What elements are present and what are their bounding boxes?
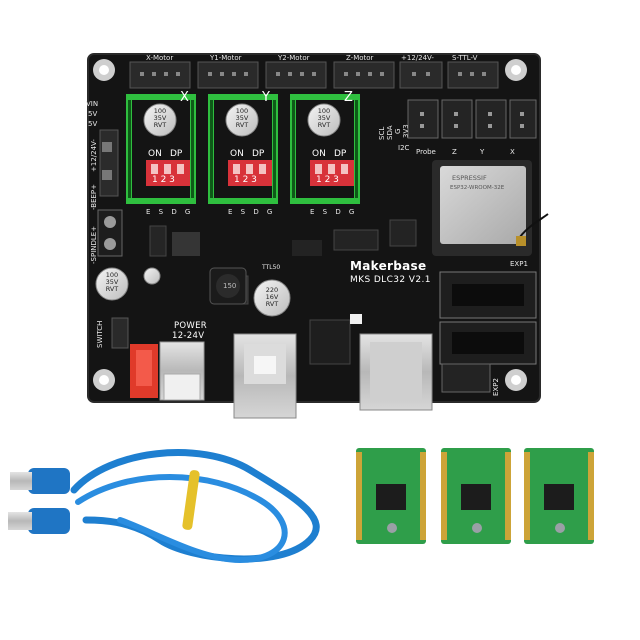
- connector-y: Y: [480, 148, 485, 156]
- capacitor-voltage: 35V: [317, 114, 331, 122]
- wifi-module-model: ESP32-WROOM-32E: [450, 185, 505, 191]
- driver-axis-x: X: [180, 90, 189, 105]
- dip-on-label: ON: [148, 149, 162, 159]
- driver-modules: [356, 448, 594, 544]
- wifi-module: [432, 160, 549, 256]
- header-x-motor: X-Motor: [146, 54, 174, 62]
- driver-module: [356, 448, 426, 544]
- header-y2-motor: Y2-Motor: [278, 54, 310, 62]
- capacitor-type: RVT: [153, 121, 167, 129]
- endstop-connectors: [407, 99, 537, 139]
- driver-module: [524, 448, 594, 544]
- capacitor-mid-label: 220 16V RVT: [260, 287, 284, 308]
- sd-card-slot: [359, 333, 433, 411]
- dip-dp-label: DP: [170, 149, 183, 159]
- left-voltage-5v: 5V: [88, 110, 98, 118]
- capacitor-voltage: 35V: [235, 114, 249, 122]
- side-label-beep: -BEEP+: [90, 183, 98, 210]
- main-board: [87, 53, 549, 419]
- capacitor-type: RVT: [105, 285, 119, 293]
- dip-pins-label: 1 2 3: [316, 175, 339, 185]
- capacitor-left-label: 100 35V RVT: [100, 272, 124, 293]
- small-label-ttl50: TTL50: [262, 264, 281, 271]
- connector-probe: Probe: [416, 148, 436, 156]
- switch-label: SWITCH: [96, 320, 104, 348]
- power-range: 12-24V: [172, 331, 205, 341]
- small-label-3v3: 3V3: [402, 124, 410, 138]
- connector-i2c: I2C: [398, 144, 410, 152]
- capacitor-voltage: 35V: [105, 278, 119, 286]
- header-power-in: +12/24V-: [401, 54, 434, 62]
- capacitor-type: RVT: [317, 121, 331, 129]
- header-y1-motor: Y1-Motor: [210, 54, 242, 62]
- dip-dp-label: DP: [334, 149, 347, 159]
- power-section: [111, 317, 205, 401]
- exp-ports: [439, 271, 537, 393]
- driver-axis-y: Y: [262, 90, 270, 105]
- left-terminals: [97, 129, 123, 257]
- usb-cable: [8, 449, 320, 564]
- capacitor-value: 100: [235, 107, 249, 115]
- dip-switches: [146, 160, 354, 186]
- driver-axis-z: Z: [344, 90, 353, 105]
- small-label-scl: SCL: [378, 126, 386, 140]
- header-ttl: S-TTL-V: [452, 54, 478, 62]
- dip-dp-label: DP: [252, 149, 265, 159]
- capacitor-type: RVT: [265, 300, 279, 308]
- dip-on-label: ON: [230, 149, 244, 159]
- left-voltage-5v-2: 5V: [88, 120, 98, 128]
- driver-pins-label: E S D G: [146, 208, 194, 216]
- capacitor-value: 100: [153, 107, 167, 115]
- capacitor-voltage: 35V: [153, 114, 167, 122]
- side-label-power: +12/24V-: [90, 139, 98, 172]
- connector-x: X: [510, 148, 515, 156]
- driver-pins-label: E S D G: [310, 208, 358, 216]
- capacitor-type: RVT: [235, 121, 249, 129]
- capacitor-top-label: 100 35V RVT: [230, 108, 254, 129]
- wifi-module-brand: ESPRESSIF: [452, 174, 487, 182]
- mounting-holes: [93, 59, 527, 391]
- small-label-g: G: [394, 128, 402, 134]
- dip-on-label: ON: [312, 149, 326, 159]
- dip-pins-label: 1 2 3: [234, 175, 257, 185]
- power-label: POWER: [174, 321, 207, 331]
- exp1-label: EXP1: [510, 260, 528, 268]
- motor-headers: [129, 61, 499, 89]
- dip-pins-label: 1 2 3: [152, 175, 175, 185]
- capacitor-value: 220: [265, 286, 279, 294]
- capacitor-top-label: 100 35V RVT: [312, 108, 336, 129]
- inductor-marking: 150: [223, 282, 237, 290]
- capacitor-value: 100: [105, 271, 119, 279]
- capacitor-value: 100: [317, 107, 331, 115]
- left-voltage-vin: VIN: [86, 100, 99, 108]
- usb-b-port: [233, 333, 297, 419]
- board-model: MKS DLC32 V2.1: [350, 275, 431, 285]
- driver-module: [441, 448, 511, 544]
- side-label-spindle: -SPINDLE+: [90, 225, 98, 264]
- driver-pins-label: E S D G: [228, 208, 276, 216]
- driver-capacitors: [143, 103, 341, 137]
- connector-z: Z: [452, 148, 457, 156]
- capacitor-top-label: 100 35V RVT: [148, 108, 172, 129]
- header-z-motor: Z-Motor: [346, 54, 374, 62]
- exp2-label: EXP2: [492, 378, 500, 396]
- brand-name: Makerbase: [350, 259, 427, 273]
- power-components: [95, 267, 291, 317]
- capacitor-voltage: 16V: [265, 293, 279, 301]
- small-label-sda: SDA: [386, 125, 394, 141]
